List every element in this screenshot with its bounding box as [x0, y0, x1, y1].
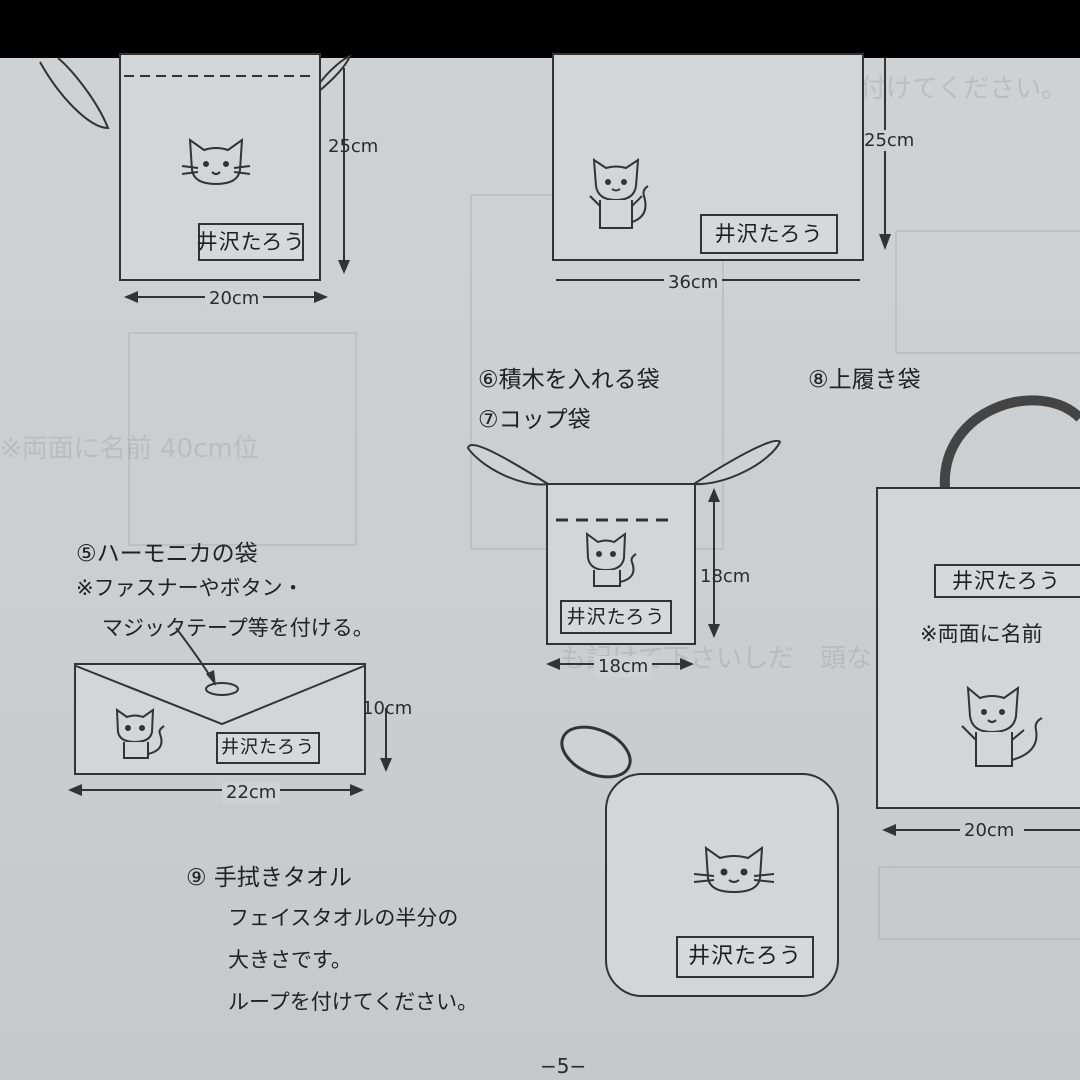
width-label: 22cm [222, 782, 281, 803]
page-number: −5− [540, 1054, 587, 1078]
cat-standing-icon [589, 158, 649, 229]
shoe-bag-drawing [876, 395, 1080, 836]
height-label: 25cm [864, 130, 915, 151]
name-tag: 井沢たろう [700, 214, 838, 254]
black-top-bar [0, 0, 1080, 58]
document-page: ※両面に名前 40cm位 も記けて下さいしだ 頭など 様のものは袋の両面に付けて… [0, 53, 1080, 1080]
towel-drawing [560, 725, 839, 997]
item9-desc-line1: フェイスタオルの半分の [228, 906, 459, 930]
ghost-text: ※両面に名前 40cm位 [0, 434, 259, 464]
name-tag: 井沢たろう [197, 223, 304, 261]
width-label: 20cm [205, 288, 264, 309]
item5-note-line2: マジックテープ等を付ける。 [102, 616, 374, 640]
cat-face-icon [181, 137, 251, 186]
height-label: 10cm [362, 698, 413, 719]
name-tag: 井沢たろう [560, 600, 672, 634]
width-label: 36cm [664, 272, 723, 293]
name-tag: 井沢たろう [934, 564, 1080, 598]
width-label: 20cm [964, 820, 1015, 841]
height-label: 18cm [700, 566, 751, 587]
item9-desc-line2: 大きさです。 [228, 948, 352, 972]
name-tag: 井沢たろう [216, 732, 320, 764]
item7-title: ⑦コップ袋 [478, 407, 591, 433]
item5-note-line1: ※ファスナーやボタン・ [76, 576, 304, 600]
width-label: 18cm [594, 656, 653, 677]
name-tag: 井沢たろう [676, 936, 814, 978]
item8-title: ⑧上履き袋 [808, 367, 921, 393]
item6-title: ⑥積木を入れる袋 [478, 367, 660, 393]
item9-desc-line3: ループを付けてください。 [228, 990, 479, 1014]
ghost-bag-left [128, 332, 357, 546]
item8-note: ※両面に名前 [920, 622, 1043, 646]
ghost-tag-bottom [878, 866, 1080, 940]
item5-title: ⑤ハーモニカの袋 [76, 541, 258, 567]
height-label: 25cm [328, 136, 379, 157]
item9-title: ⑨ 手拭きタオル [186, 865, 352, 891]
ghost-tag-right [895, 230, 1080, 354]
